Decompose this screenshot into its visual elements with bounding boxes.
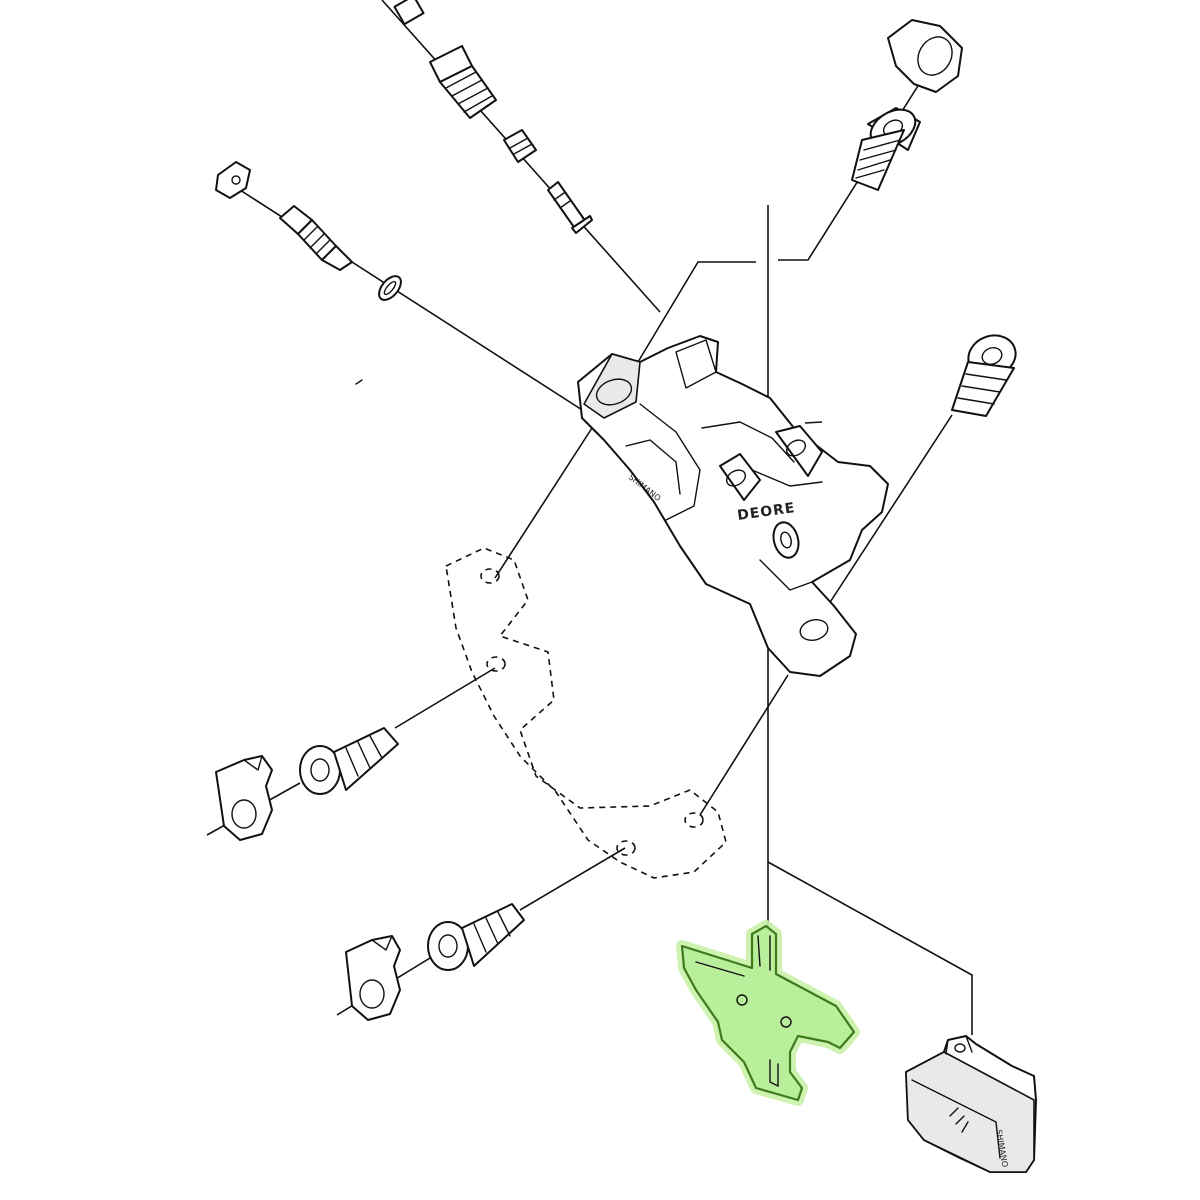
caliper-body: DEORE SHIMANO bbox=[577, 335, 889, 677]
washer-low bbox=[345, 935, 401, 1021]
leader-adapter-top bbox=[494, 427, 593, 579]
stray-tick bbox=[355, 379, 363, 385]
bleed-cap bbox=[215, 161, 251, 199]
leader-small-tick bbox=[804, 421, 823, 424]
leader-top-bolt bbox=[778, 69, 929, 261]
leader-brake-pad bbox=[767, 861, 973, 1035]
leader-top-mount bbox=[619, 261, 756, 393]
mount-adapter bbox=[445, 547, 727, 879]
pad-spring-highlighted bbox=[676, 920, 860, 1106]
leader-bolt-low bbox=[519, 847, 626, 911]
hose-cap bbox=[393, 0, 425, 26]
brake-pad: SHIMANO bbox=[905, 1035, 1037, 1173]
leader-bolt-mid bbox=[394, 667, 496, 729]
o-ring bbox=[378, 275, 402, 301]
washer-mid bbox=[215, 755, 273, 841]
fixing-bolt-mid bbox=[299, 727, 399, 795]
bleed-nipple bbox=[279, 205, 353, 271]
fixing-bolt-low bbox=[427, 903, 525, 971]
connector-insert bbox=[547, 181, 593, 234]
olive bbox=[503, 129, 537, 163]
leader-right-bolt bbox=[811, 414, 953, 631]
leader-adapter-bottom bbox=[699, 674, 789, 816]
connecting-bolt bbox=[429, 45, 497, 119]
fixing-bolt-top bbox=[851, 19, 963, 191]
fixing-bolt-right bbox=[951, 334, 1017, 417]
